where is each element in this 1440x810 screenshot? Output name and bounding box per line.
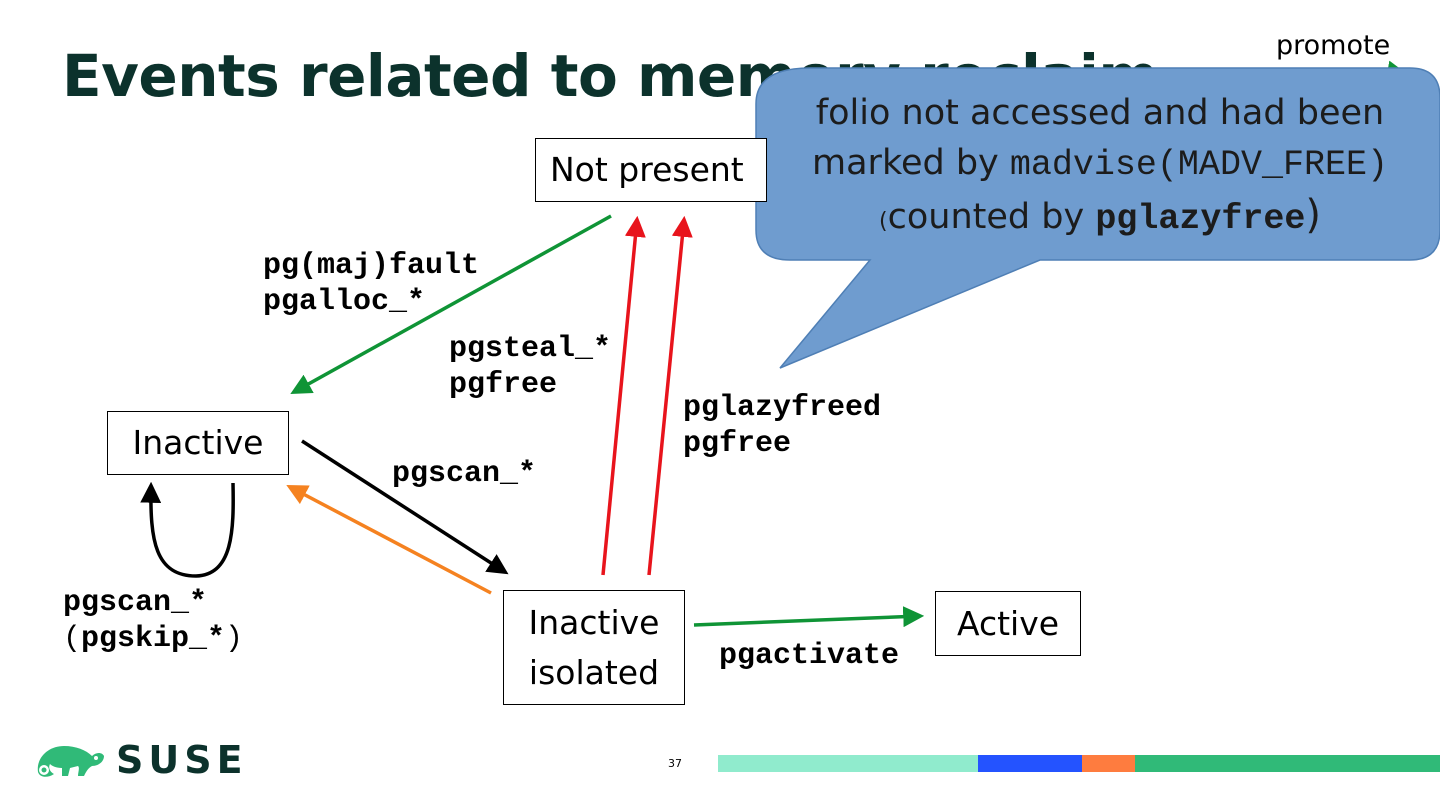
promote-label: promote	[1276, 30, 1391, 61]
arrow-lazyfreed	[647, 215, 693, 576]
node-not-present: Not present	[535, 138, 767, 202]
suse-logo: SUSE	[34, 738, 248, 782]
label-fault: pg(maj)fault pgalloc_*	[263, 248, 479, 320]
footer-bar-blue	[978, 755, 1082, 772]
callout-line3-text: counted by	[887, 197, 1096, 237]
label-lazyfreed-line2: pgfree	[683, 427, 792, 461]
footer-bar-green	[1135, 755, 1440, 772]
callout-bubble	[755, 67, 1440, 369]
arrow-putback	[286, 485, 492, 595]
label-loop-open: (	[63, 622, 82, 656]
label-loop-skip: pgskip_*	[81, 622, 226, 656]
arrow-scan	[301, 439, 509, 575]
label-activate: pgactivate	[719, 639, 900, 673]
page-number: 37	[668, 757, 682, 770]
label-lazyfreed: pglazyfreed pgfree	[683, 390, 881, 462]
callout-text: folio not accessed and had been marked b…	[770, 88, 1430, 247]
callout-line3-code: pglazyfree	[1095, 199, 1306, 239]
callout-line2-prefix: marked by	[812, 143, 1010, 183]
callout-line1: folio not accessed and had been	[815, 93, 1385, 133]
label-loop-line1: pgscan_*	[63, 586, 208, 620]
node-active: Active	[935, 591, 1081, 656]
node-inactive-isolated-line1: Inactive	[528, 602, 660, 642]
callout-line3-close: )	[1305, 192, 1321, 238]
node-inactive-label: Inactive	[132, 423, 264, 462]
arrow-activate	[693, 606, 925, 628]
label-scan: pgscan_*	[392, 457, 537, 491]
callout-line2-code: madvise(MADV_FREE)	[1009, 145, 1388, 185]
label-steal-line2: pgfree	[449, 368, 558, 402]
footer-bar-orange	[1082, 755, 1135, 772]
callout-line2: marked by madvise(MADV_FREE)	[770, 138, 1430, 190]
node-inactive-isolated-line2: isolated	[528, 652, 660, 692]
label-fault-line1: pg(maj)fault	[263, 249, 480, 283]
callout-line3: (counted by pglazyfree)	[770, 190, 1430, 247]
arrow-steal	[601, 215, 646, 576]
callout-line3-open: (	[879, 209, 888, 234]
label-lazyfreed-line1: pglazyfreed	[683, 391, 882, 425]
node-active-label: Active	[956, 603, 1060, 643]
arrow-fault	[290, 214, 612, 395]
node-inactive: Inactive	[107, 411, 289, 475]
label-fault-line2: pgalloc_*	[263, 285, 426, 319]
node-not-present-label: Not present	[550, 150, 744, 189]
label-steal-line1: pgsteal_*	[449, 332, 612, 366]
label-loop: pgscan_* (pgskip_*)	[63, 585, 243, 657]
label-steal: pgsteal_* pgfree	[449, 331, 611, 403]
label-loop-close: )	[225, 622, 244, 656]
chameleon-icon	[37, 746, 104, 777]
suse-wordmark: SUSE	[116, 738, 248, 782]
footer-bar-mint	[718, 755, 978, 772]
node-inactive-isolated: Inactive isolated	[503, 590, 685, 705]
arrow-self-loop	[140, 481, 235, 578]
